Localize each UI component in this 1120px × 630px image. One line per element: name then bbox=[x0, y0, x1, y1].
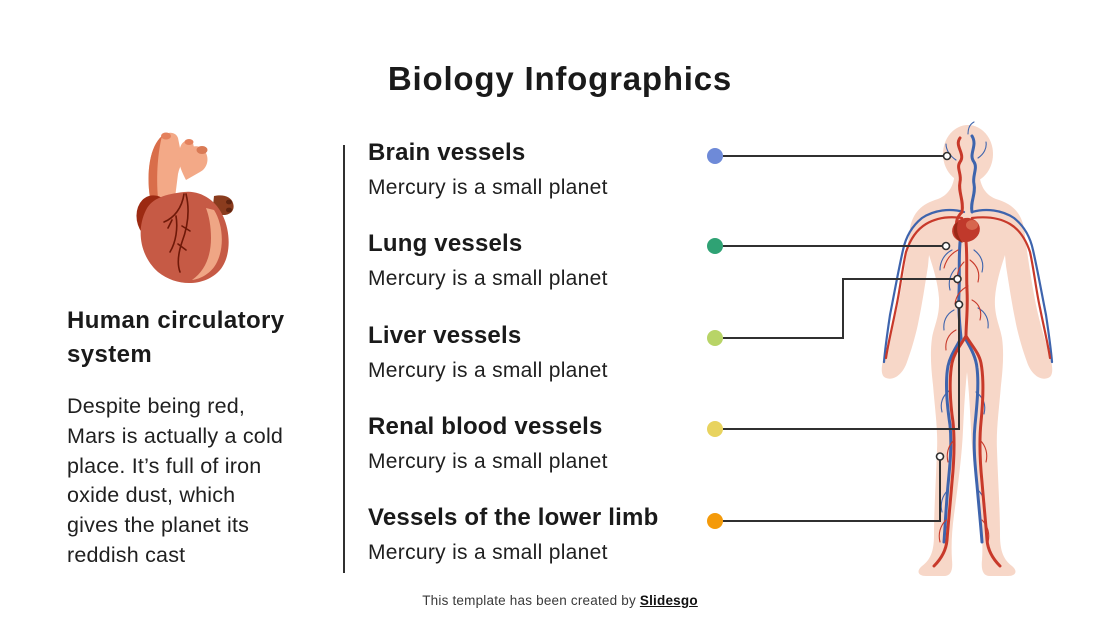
list-item: Lung vessels Mercury is a small planet bbox=[368, 230, 698, 321]
heart-illustration bbox=[136, 132, 234, 284]
item-title: Vessels of the lower limb bbox=[368, 504, 659, 532]
item-description: Mercury is a small planet bbox=[368, 176, 608, 199]
marker-dot-brain bbox=[707, 148, 723, 164]
marker-dot-lung bbox=[707, 238, 723, 254]
paragraph-line: reddish cast bbox=[67, 542, 186, 567]
vessel-list: Brain vessels Mercury is a small planet … bbox=[368, 139, 698, 595]
item-title: Renal blood vessels bbox=[368, 412, 603, 440]
marker-dot-renal bbox=[707, 421, 723, 437]
item-description: Mercury is a small planet bbox=[368, 267, 608, 291]
human-body-illustration bbox=[881, 121, 1054, 576]
paragraph-line: Despite being red, bbox=[67, 394, 246, 418]
paragraph-line: place. It’s full of iron bbox=[67, 453, 262, 478]
item-title: Brain vessels bbox=[368, 139, 526, 166]
left-paragraph: Despite being red, Mars is actually a co… bbox=[67, 392, 347, 571]
list-item: Brain vessels Mercury is a small planet bbox=[368, 139, 698, 230]
footer-credit: This template has been created by Slides… bbox=[0, 593, 1120, 608]
paragraph-line: oxide dust, which bbox=[67, 483, 236, 508]
list-item: Renal blood vessels Mercury is a small p… bbox=[368, 413, 698, 504]
vertical-divider bbox=[343, 145, 345, 573]
item-description: Mercury is a small planet bbox=[368, 541, 608, 565]
left-heading-line: system bbox=[67, 341, 153, 368]
item-description: Mercury is a small planet bbox=[368, 449, 608, 473]
footer-text: This template has been created by bbox=[422, 593, 636, 608]
item-title: Lung vessels bbox=[368, 230, 523, 258]
item-title: Liver vessels bbox=[368, 321, 522, 349]
page-title: Biology Infographics bbox=[387, 60, 733, 97]
left-heading: Human circulatory system bbox=[67, 304, 337, 372]
marker-dot-liver bbox=[707, 330, 723, 346]
paragraph-line: Mars is actually a cold bbox=[67, 423, 284, 448]
item-description: Mercury is a small planet bbox=[368, 358, 608, 382]
paragraph-line: gives the planet its bbox=[67, 513, 250, 538]
slidesgo-link[interactable]: Slidesgo bbox=[639, 593, 698, 608]
list-item: Vessels of the lower limb Mercury is a s… bbox=[368, 504, 698, 595]
list-item: Liver vessels Mercury is a small planet bbox=[368, 322, 698, 413]
left-heading-line: Human circulatory bbox=[67, 307, 285, 334]
marker-dot-lower-limb bbox=[707, 513, 723, 529]
